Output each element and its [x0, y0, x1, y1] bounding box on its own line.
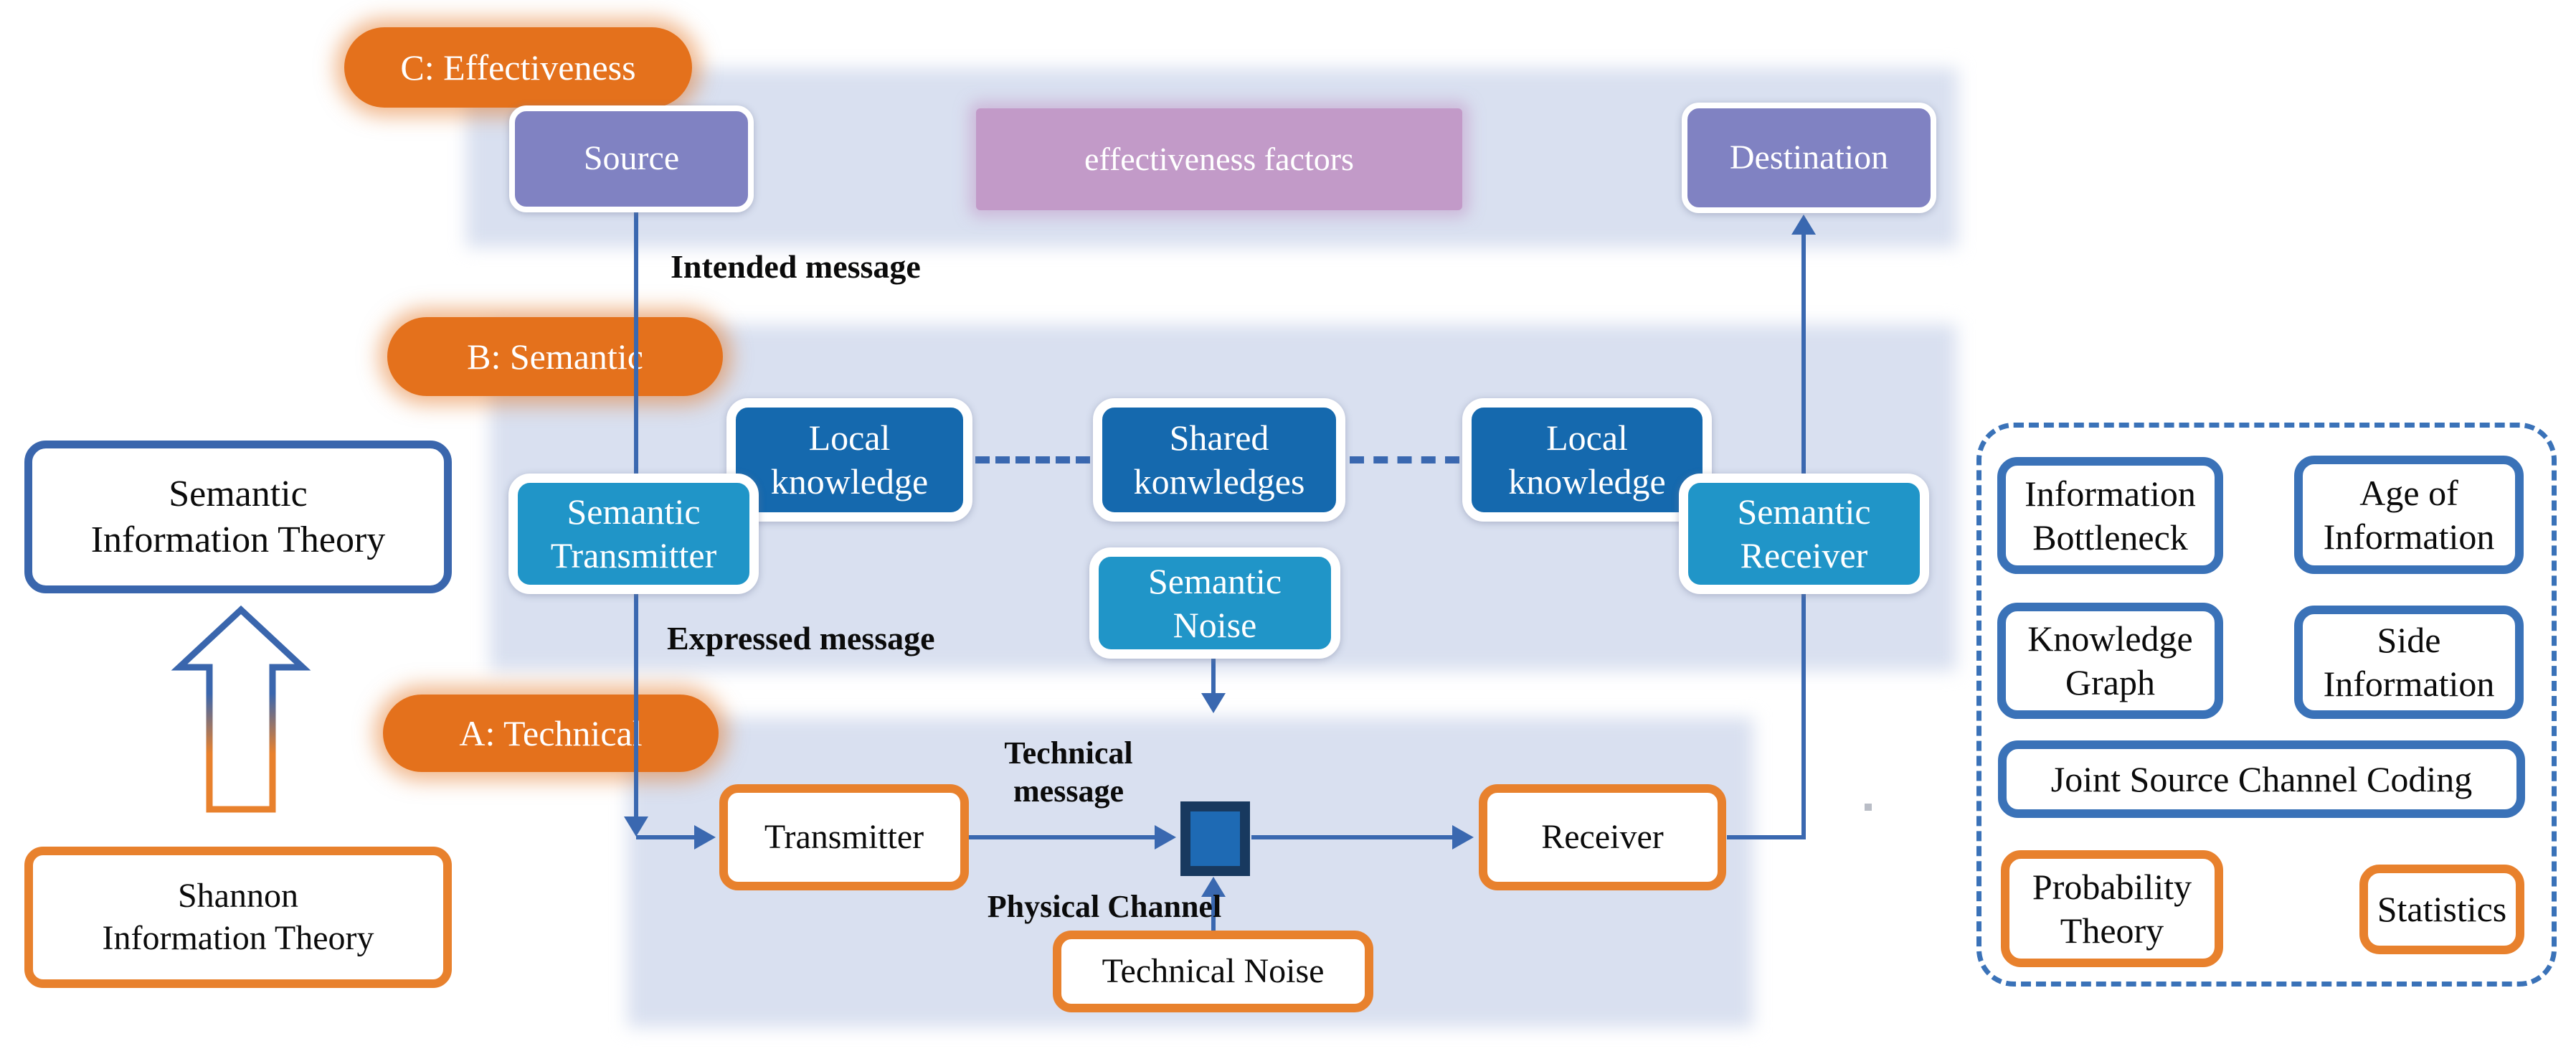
- node-technical-noise: Technical Noise: [1053, 931, 1373, 1012]
- receiver-label: Receiver: [1541, 817, 1664, 856]
- node-local-knowledge-left: Local knowledge: [726, 398, 972, 522]
- age-of-information-label: Age of Information: [2323, 472, 2495, 557]
- node-local-knowledge-right: Local knowledge: [1462, 398, 1712, 522]
- tool-joint-source-channel-coding: Joint Source Channel Coding: [1998, 740, 2525, 818]
- arrowhead-into-channel-bottom: [1201, 877, 1226, 897]
- edge-semantic-transmitter-to-technical: [634, 579, 638, 818]
- edge-into-transmitter: [636, 835, 696, 839]
- semantic-information-theory-label: Semantic Information Theory: [90, 474, 386, 560]
- stray-dot: [1865, 804, 1872, 811]
- shared-knowledge-label: Shared konwledges: [1133, 418, 1305, 502]
- tool-probability-theory: Probability Theory: [2001, 850, 2223, 967]
- edge-semantic-noise-down: [1211, 657, 1216, 695]
- pill-semantic-label: B: Semantic: [467, 336, 643, 377]
- node-semantic-noise: Semantic Noise: [1089, 547, 1340, 659]
- node-semantic-transmitter: Semantic Transmitter: [508, 474, 759, 594]
- arrowhead-into-transmitter: [694, 825, 716, 849]
- edge-channel-to-receiver: [1251, 835, 1454, 839]
- pill-effectiveness-level: C: Effectiveness: [344, 27, 692, 108]
- semantic-receiver-label: Semantic Receiver: [1737, 491, 1871, 575]
- pill-effectiveness-label: C: Effectiveness: [400, 47, 636, 88]
- edge-receiver-out: [1727, 835, 1806, 839]
- information-bottleneck-label: Information Bottleneck: [2025, 473, 2196, 557]
- tool-age-of-information: Age of Information: [2294, 456, 2524, 574]
- knowledge-graph-label: Knowledge Graph: [2027, 618, 2193, 702]
- tool-statistics: Statistics: [2359, 865, 2524, 954]
- tool-information-bottleneck: Information Bottleneck: [1997, 457, 2223, 574]
- arrowhead-into-destination: [1791, 215, 1816, 235]
- semantic-transmitter-label: Semantic Transmitter: [550, 491, 717, 575]
- local-knowledge-right-label: Local knowledge: [1508, 418, 1666, 502]
- intended-message-label: Intended message: [671, 248, 921, 285]
- arrowhead-semantic-noise: [1201, 693, 1226, 713]
- pill-semantic-level: B: Semantic: [387, 317, 723, 396]
- node-shannon-information-theory: Shannon Information Theory: [24, 847, 452, 988]
- edge-shared-to-local-knowledge: [1350, 456, 1459, 463]
- semantic-noise-label: Semantic Noise: [1147, 560, 1282, 645]
- edge-local-to-shared-knowledge: [975, 456, 1090, 463]
- expressed-message-label: Expressed message: [667, 620, 935, 656]
- side-information-label: Side Information: [2323, 620, 2495, 704]
- effectiveness-factors-label: effectiveness factors: [1084, 140, 1354, 177]
- physical-channel-label: Physical Channel: [987, 889, 1222, 924]
- probability-theory-label: Probability Theory: [2032, 866, 2192, 951]
- arrowhead-into-receiver: [1452, 825, 1474, 849]
- node-semantic-information-theory: Semantic Information Theory: [24, 441, 452, 593]
- node-semantic-receiver: Semantic Receiver: [1679, 474, 1929, 594]
- edge-transmitter-to-channel: [969, 835, 1155, 839]
- tool-side-information: Side Information: [2294, 606, 2524, 719]
- joint-source-channel-coding-label: Joint Source Channel Coding: [2050, 758, 2473, 799]
- arrowhead-into-channel: [1155, 825, 1176, 849]
- node-transmitter: Transmitter: [719, 784, 969, 890]
- shannon-information-theory-label: Shannon Information Theory: [102, 876, 374, 957]
- pill-technical-label: A: Technical: [459, 712, 643, 753]
- evolution-block-arrow-icon: [171, 605, 311, 813]
- transmitter-label: Transmitter: [764, 817, 924, 856]
- node-effectiveness-factors: effectiveness factors: [976, 108, 1462, 210]
- technical-noise-label: Technical Noise: [1102, 951, 1325, 990]
- node-destination: Destination: [1682, 103, 1936, 213]
- edge-source-to-semantic-transmitter: [634, 211, 638, 479]
- node-source: Source: [509, 105, 754, 212]
- arrowhead-down-technical-level: [624, 816, 648, 837]
- tool-knowledge-graph: Knowledge Graph: [1997, 603, 2223, 719]
- source-label: Source: [583, 139, 680, 178]
- node-receiver: Receiver: [1479, 784, 1726, 890]
- pill-technical-level: A: Technical: [383, 695, 719, 772]
- local-knowledge-left-label: Local knowledge: [770, 418, 929, 502]
- statistics-label: Statistics: [2377, 889, 2507, 929]
- physical-channel-block: [1180, 801, 1250, 876]
- edge-technical-noise-to-channel: [1211, 897, 1216, 933]
- node-shared-knowledge: Shared konwledges: [1093, 398, 1345, 522]
- destination-label: Destination: [1729, 138, 1889, 176]
- technical-message-label: Technical message: [1004, 735, 1133, 809]
